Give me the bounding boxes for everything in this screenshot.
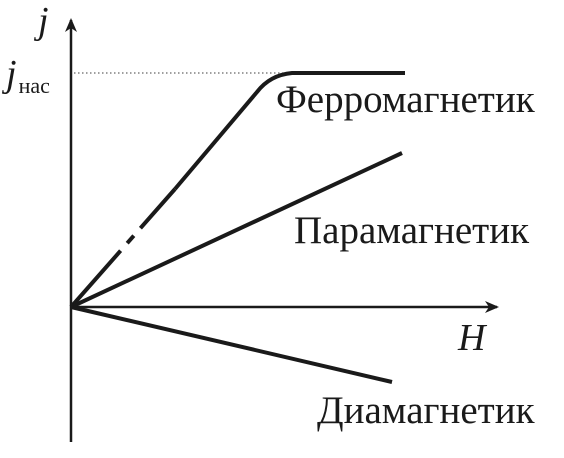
y-axis-label: j: [33, 0, 49, 42]
dia-line: [70, 305, 393, 384]
ferro-label: Ферромагнетик: [276, 78, 535, 121]
dia-label: Диамагнетик: [317, 389, 535, 432]
ferro-curve-solid: [173, 71, 405, 191]
para-line: [70, 151, 403, 309]
saturation-subscript: нас: [19, 73, 51, 98]
saturation-symbol: j: [1, 53, 17, 95]
x-axis-label: H: [457, 317, 488, 359]
para-label: Парамагнетик: [294, 209, 529, 252]
ferro-curve-dashed: [69, 187, 177, 309]
saturation-label: jнас: [1, 53, 50, 98]
